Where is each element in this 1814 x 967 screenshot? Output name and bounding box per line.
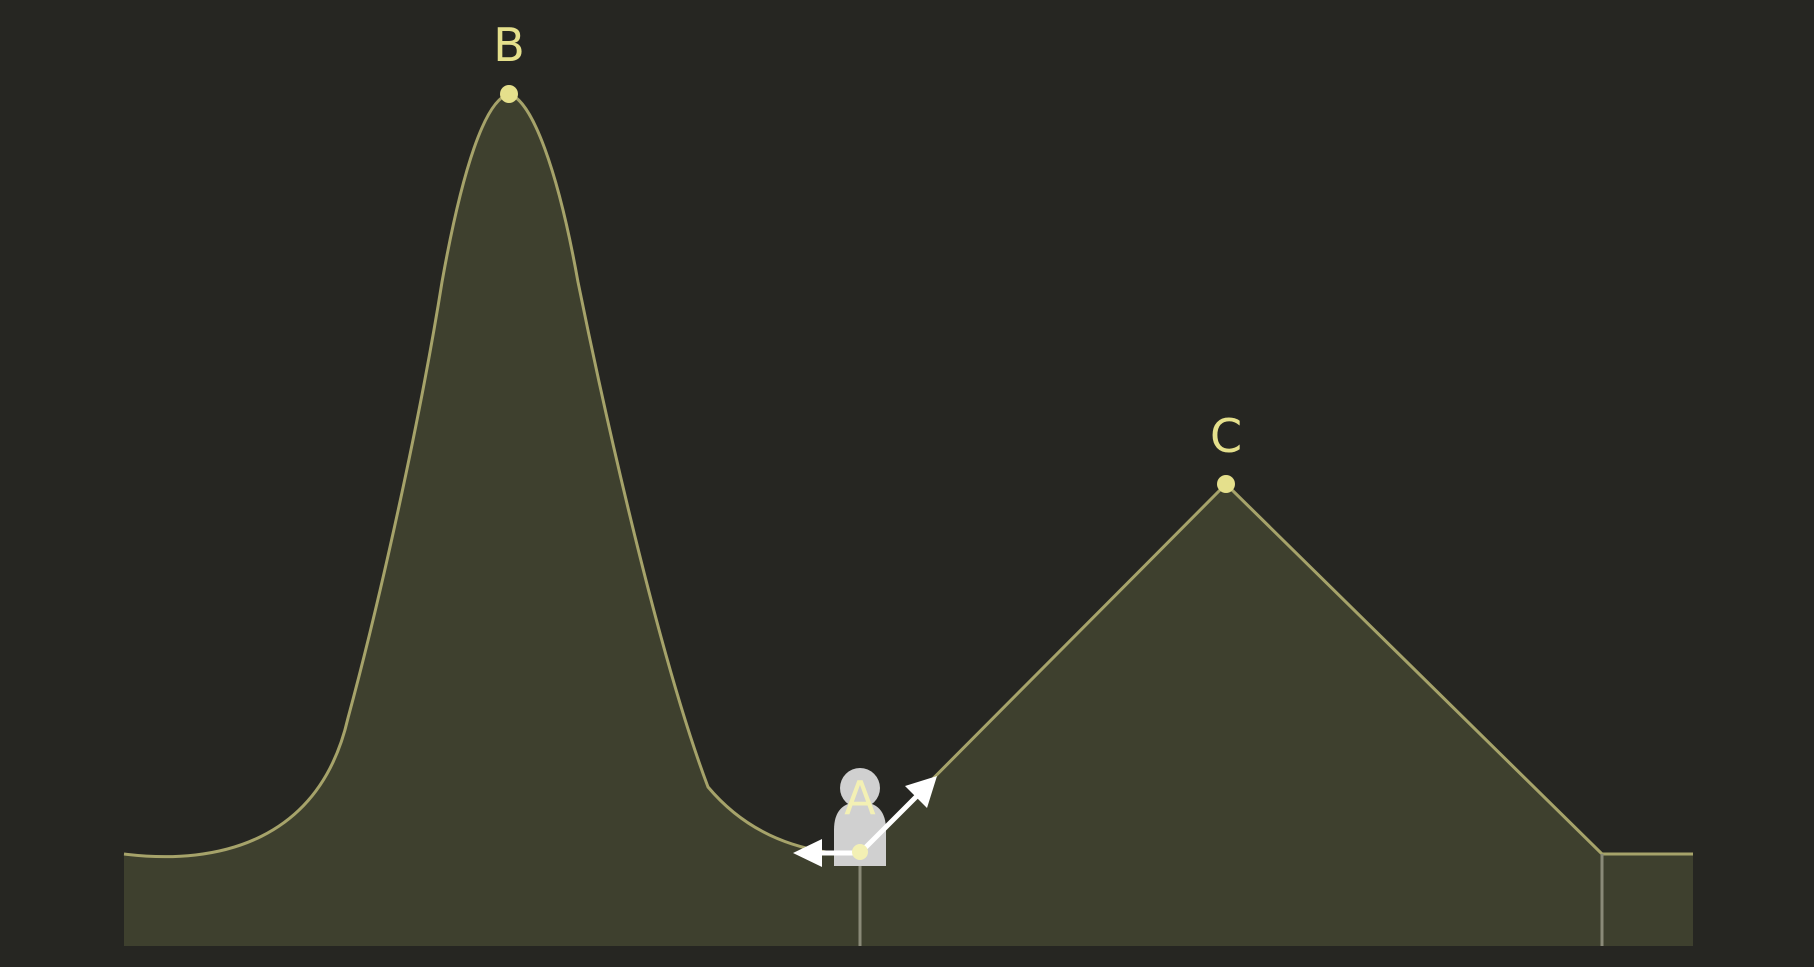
terrain-outline-right <box>858 481 1693 856</box>
person-icon <box>834 768 886 866</box>
terrain-fill <box>124 94 1693 946</box>
arrow-up-right-icon <box>858 776 937 855</box>
marker-b <box>500 85 518 103</box>
terrain-outline <box>123 92 827 859</box>
marker-a <box>852 844 868 860</box>
label-b: B <box>493 18 525 72</box>
marker-c <box>1217 475 1235 493</box>
label-c: C <box>1210 409 1242 463</box>
label-a: A <box>844 771 876 825</box>
